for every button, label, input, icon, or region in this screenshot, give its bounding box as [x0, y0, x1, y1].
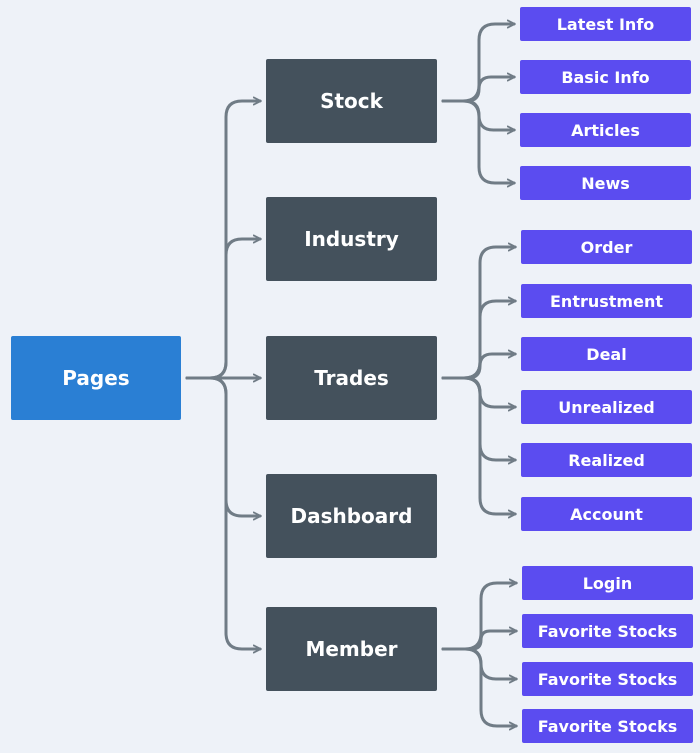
- leaf-node-entrustment: Entrustment: [521, 284, 692, 318]
- section-label: Trades: [314, 366, 389, 390]
- leaf-label: Articles: [571, 120, 640, 140]
- leaf-node-login: Login: [522, 566, 693, 600]
- section-label: Stock: [320, 89, 383, 113]
- leaf-label: Entrustment: [550, 291, 663, 311]
- connector-section-to-leaf: [441, 349, 517, 380]
- leaf-node-favorite-stocks: Favorite Stocks: [522, 709, 693, 743]
- leaf-label: News: [581, 173, 630, 193]
- section-node-member: Member: [266, 607, 437, 691]
- leaf-node-basic-info: Basic Info: [520, 60, 691, 94]
- leaf-label: Order: [580, 237, 633, 257]
- connector-root-to-section: [185, 376, 262, 654]
- connector-section-to-leaf: [441, 578, 518, 651]
- connector-section-to-leaf: [441, 99, 516, 188]
- section-node-dashboard: Dashboard: [266, 474, 437, 558]
- section-node-stock: Stock: [266, 59, 437, 143]
- leaf-node-news: News: [520, 166, 691, 200]
- leaf-label: Favorite Stocks: [537, 621, 678, 641]
- leaf-label: Favorite Stocks: [537, 716, 678, 736]
- connector-section-to-leaf: [441, 647, 518, 731]
- leaf-node-realized: Realized: [521, 443, 692, 477]
- section-label: Member: [305, 637, 398, 661]
- root-node-pages: Pages: [11, 336, 181, 420]
- leaf-node-unrealized: Unrealized: [521, 390, 692, 424]
- root-node-label: Pages: [62, 366, 130, 390]
- leaf-label: Login: [582, 573, 633, 593]
- connector-section-to-leaf: [441, 376, 517, 519]
- leaf-label: Favorite Stocks: [537, 669, 678, 689]
- connector-section-to-leaf: [441, 72, 516, 103]
- leaf-label: Account: [570, 504, 643, 524]
- section-node-trades: Trades: [266, 336, 437, 420]
- section-label: Industry: [304, 227, 399, 251]
- leaf-node-order: Order: [521, 230, 692, 264]
- leaf-node-account: Account: [521, 497, 692, 531]
- section-label: Dashboard: [290, 504, 413, 528]
- leaf-node-favorite-stocks: Favorite Stocks: [522, 662, 693, 696]
- leaf-label: Basic Info: [561, 67, 650, 87]
- leaf-node-articles: Articles: [520, 113, 691, 147]
- leaf-node-deal: Deal: [521, 337, 692, 371]
- section-node-industry: Industry: [266, 197, 437, 281]
- leaf-label: Realized: [568, 450, 645, 470]
- leaf-node-favorite-stocks: Favorite Stocks: [522, 614, 693, 648]
- leaf-label: Deal: [586, 344, 627, 364]
- leaf-label: Latest Info: [556, 14, 655, 34]
- leaf-node-latest-info: Latest Info: [520, 7, 691, 41]
- connector-section-to-leaf: [441, 626, 518, 651]
- leaf-label: Unrealized: [558, 397, 655, 417]
- connector-root-to-section: [185, 234, 262, 380]
- connector-root-to-section: [185, 376, 262, 521]
